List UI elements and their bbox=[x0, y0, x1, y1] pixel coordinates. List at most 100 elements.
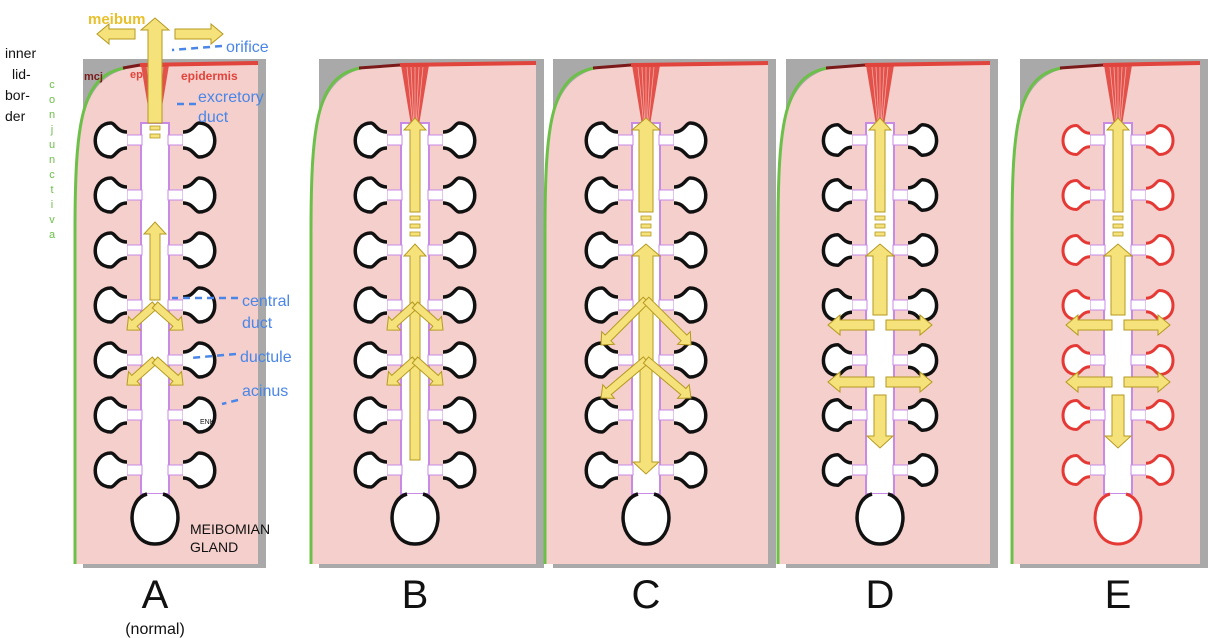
ductule bbox=[1131, 355, 1146, 365]
terminal-acinus bbox=[857, 494, 903, 544]
ductule bbox=[428, 355, 443, 365]
enk-label: ENK bbox=[200, 419, 215, 426]
ductule bbox=[1090, 300, 1105, 310]
ductule bbox=[893, 355, 908, 365]
conjunctiva-letter: j bbox=[50, 124, 53, 136]
terminal-acinus bbox=[1095, 494, 1141, 544]
conjunctiva-letter: c bbox=[49, 79, 55, 91]
ductule bbox=[387, 355, 402, 365]
conjunctiva-letter: c bbox=[49, 169, 55, 181]
terminal-acinus bbox=[623, 494, 669, 544]
ductule bbox=[1131, 465, 1146, 475]
panel-b bbox=[311, 59, 544, 568]
ductule bbox=[127, 410, 142, 420]
ductule bbox=[852, 190, 867, 200]
inspissated-meibum bbox=[875, 232, 885, 236]
ductule bbox=[659, 135, 674, 145]
panel-e bbox=[1012, 59, 1208, 568]
inspissated-meibum bbox=[150, 126, 160, 130]
ductule-label: ductule bbox=[240, 349, 292, 366]
ductule bbox=[387, 135, 402, 145]
conjunctiva-letter: n bbox=[49, 109, 55, 121]
inspissated-meibum bbox=[641, 216, 651, 220]
panel-letter-b: B bbox=[402, 573, 429, 617]
inspissated-meibum bbox=[875, 216, 885, 220]
ductule bbox=[428, 410, 443, 420]
ductule bbox=[428, 300, 443, 310]
ductule bbox=[618, 190, 633, 200]
panel-letter-c: C bbox=[632, 573, 661, 617]
ductule bbox=[893, 410, 908, 420]
epidermis-line bbox=[1103, 63, 1200, 65]
ductule bbox=[618, 355, 633, 365]
ductule bbox=[387, 190, 402, 200]
ductule bbox=[1090, 355, 1105, 365]
inner-lid-border-label-3: bor- bbox=[5, 87, 30, 103]
epidermis-line bbox=[865, 63, 990, 65]
ductule bbox=[659, 190, 674, 200]
ductule bbox=[168, 190, 183, 200]
ductule bbox=[659, 465, 674, 475]
ductule bbox=[1131, 410, 1146, 420]
inspissated-meibum bbox=[410, 232, 420, 236]
ductule bbox=[428, 135, 443, 145]
epidermis-line bbox=[400, 63, 536, 65]
ductule bbox=[387, 410, 402, 420]
epidermis-line bbox=[631, 63, 768, 65]
ductule bbox=[852, 135, 867, 145]
panel-letter-a: A bbox=[142, 573, 169, 617]
excretory-duct-label-2: duct bbox=[198, 109, 229, 126]
conjunctiva-letter: o bbox=[49, 94, 55, 106]
meibum-spread-arrow-right bbox=[175, 24, 223, 44]
ductule bbox=[168, 355, 183, 365]
meibomian-gland-label-2: GLAND bbox=[190, 539, 238, 555]
orifice-label: orifice bbox=[226, 39, 269, 56]
ductule bbox=[659, 245, 674, 255]
ductule bbox=[893, 465, 908, 475]
ductule bbox=[1131, 300, 1146, 310]
excretory-duct-label-1: excretory bbox=[198, 89, 264, 106]
ductule bbox=[893, 190, 908, 200]
conjunctiva-letter: u bbox=[49, 139, 55, 151]
ductule bbox=[168, 410, 183, 420]
inner-lid-border-label-1: inner bbox=[5, 45, 36, 61]
inspissated-meibum bbox=[641, 224, 651, 228]
ductule bbox=[618, 135, 633, 145]
ductule bbox=[127, 190, 142, 200]
panel-sublabel-a: (normal) bbox=[125, 621, 185, 638]
ductule bbox=[1131, 190, 1146, 200]
conjunctiva-letter: v bbox=[49, 214, 55, 226]
central-duct-label-1: central bbox=[242, 293, 290, 310]
ductule bbox=[618, 410, 633, 420]
ductule bbox=[618, 245, 633, 255]
ductule bbox=[893, 245, 908, 255]
ductule bbox=[127, 465, 142, 475]
ductule bbox=[1131, 245, 1146, 255]
ductule bbox=[659, 355, 674, 365]
terminal-acinus bbox=[132, 494, 178, 544]
ductule bbox=[893, 300, 908, 310]
epidermis-label: epidermis bbox=[181, 69, 238, 83]
ductule bbox=[127, 300, 142, 310]
inspissated-meibum bbox=[1113, 224, 1123, 228]
inspissated-meibum bbox=[410, 216, 420, 220]
ductule bbox=[127, 355, 142, 365]
ductule bbox=[1090, 135, 1105, 145]
panel-d bbox=[778, 59, 998, 568]
annotation-pointer bbox=[172, 46, 222, 50]
central-duct-label-2: duct bbox=[242, 315, 273, 332]
ductule bbox=[852, 410, 867, 420]
inspissated-meibum bbox=[1113, 232, 1123, 236]
ductule bbox=[387, 465, 402, 475]
ductule bbox=[428, 245, 443, 255]
ductule bbox=[852, 355, 867, 365]
ductule bbox=[618, 300, 633, 310]
ductule bbox=[127, 245, 142, 255]
ductule bbox=[852, 465, 867, 475]
conjunctiva-letter: n bbox=[49, 154, 55, 166]
ductule bbox=[659, 410, 674, 420]
ductule bbox=[1090, 190, 1105, 200]
panel-c bbox=[545, 59, 776, 568]
mcj-label: mcj bbox=[84, 71, 103, 83]
conjunctiva-label: conjunctiva bbox=[49, 79, 56, 241]
